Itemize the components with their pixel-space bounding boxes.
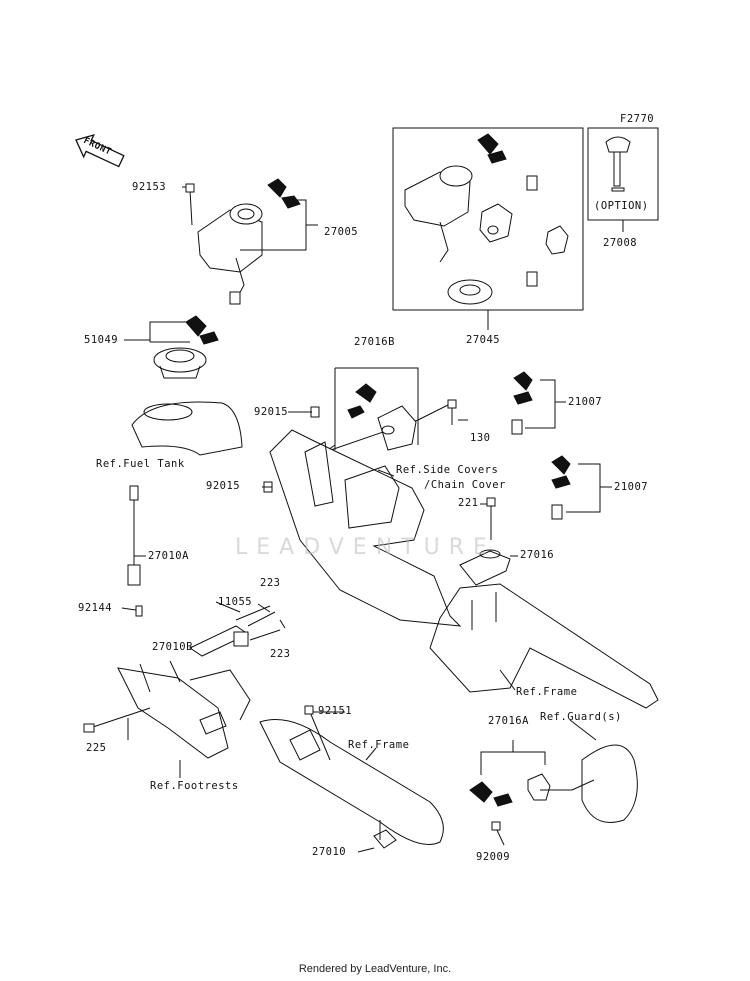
label-225: 225 (86, 742, 107, 754)
label-ref-footrests: Ref.Footrests (150, 780, 239, 792)
label-chain-cover: /Chain Cover (424, 479, 506, 491)
label-27016A: 27016A (488, 715, 529, 727)
label-27010A: 27010A (148, 550, 189, 562)
label-ref-frame-b: Ref.Frame (348, 739, 410, 751)
figure-code: F2770 (620, 113, 655, 125)
side-cover-outline (269, 429, 462, 627)
guard-outline (581, 744, 638, 823)
label-21007-b: 21007 (614, 481, 649, 493)
label-27008: 27008 (603, 237, 638, 249)
label-21007-a: 21007 (568, 396, 603, 408)
label-223-a: 223 (260, 577, 281, 589)
label-27010B: 27010B (152, 641, 193, 653)
label-27005: 27005 (324, 226, 359, 238)
fuel-cap-51049 (153, 315, 219, 379)
fuel-tank-outline (131, 401, 243, 456)
label-27045: 27045 (466, 334, 501, 346)
label-51049: 51049 (84, 334, 119, 346)
label-92015-a: 92015 (254, 406, 289, 418)
label-ref-frame-a: Ref.Frame (516, 686, 578, 698)
label-92144: 92144 (78, 602, 113, 614)
frame-tube-outline (259, 719, 444, 845)
label-ref-fuel-tank: Ref.Fuel Tank (96, 458, 185, 470)
switch-27010A (129, 485, 139, 501)
watermark: LEADVENTURE (235, 535, 496, 560)
lock-set-27045 (404, 133, 569, 305)
label-27010: 27010 (312, 846, 347, 858)
label-92151: 92151 (318, 705, 353, 717)
label-223-b: 223 (270, 648, 291, 660)
label-option: (OPTION) (594, 200, 649, 212)
key-blank-27008 (605, 136, 631, 192)
label-ref-side-covers: Ref.Side Covers (396, 464, 499, 476)
label-27016: 27016 (520, 549, 555, 561)
footrest-bracket-outline (117, 667, 229, 759)
front-arrow-icon (75, 134, 125, 168)
footer-credit: Rendered by LeadVenture, Inc. (298, 963, 452, 975)
label-92153: 92153 (132, 181, 167, 193)
ignition-switch-27005 (185, 178, 301, 305)
label-130: 130 (470, 432, 491, 444)
label-11055: 11055 (218, 596, 253, 608)
label-221: 221 (458, 497, 479, 509)
label-ref-guards: Ref.Guard(s) (540, 711, 622, 723)
label-92015-b: 92015 (206, 480, 241, 492)
label-27016B: 27016B (354, 336, 395, 348)
rear-frame-outline (429, 583, 659, 709)
label-92009: 92009 (476, 851, 511, 863)
